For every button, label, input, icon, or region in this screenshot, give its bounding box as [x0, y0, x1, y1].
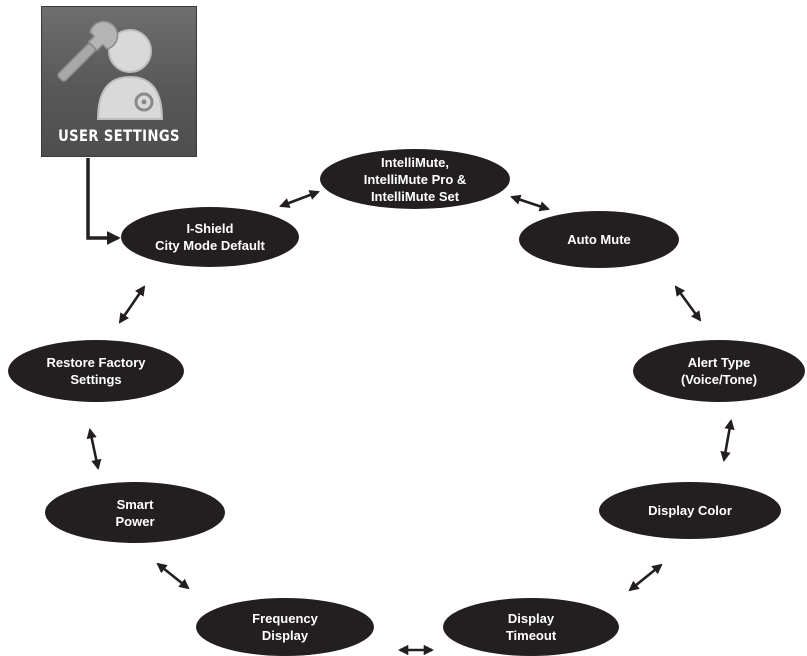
- node-frequency-display[interactable]: Frequency Display: [196, 598, 374, 656]
- user-settings-icon-card[interactable]: USER SETTINGS: [41, 6, 197, 157]
- node-smart-power[interactable]: Smart Power: [45, 482, 225, 543]
- node-auto-mute-line1: Auto Mute: [567, 232, 631, 247]
- node-frequency-display-line1: Frequency: [252, 611, 318, 626]
- node-intellimute-line3: IntelliMute Set: [370, 188, 460, 204]
- node-restore-factory-line1: Restore Factory: [46, 355, 146, 370]
- node-restore-factory-line2: Settings: [70, 372, 122, 387]
- double-arrow: [510, 194, 550, 212]
- double-arrow: [118, 285, 146, 324]
- node-display-color-line1: Display Color: [648, 503, 732, 518]
- node-frequency-display-line2: Display: [261, 628, 309, 643]
- node-smart-power-line1: Smart: [116, 496, 154, 512]
- node-display-timeout-line1: Display: [507, 611, 555, 626]
- user-wrench-icon: [57, 20, 164, 120]
- double-arrow: [720, 418, 735, 463]
- node-display-timeout-line2: Timeout: [505, 628, 557, 643]
- double-arrow: [279, 190, 320, 208]
- node-display-timeout[interactable]: Display Timeout: [443, 598, 619, 656]
- node-intellimute-line1: IntelliMute,: [381, 154, 449, 170]
- user-settings-label: USER SETTINGS: [58, 126, 180, 145]
- node-i-shield-line1: I-Shield: [186, 221, 234, 236]
- node-intellimute-line2: IntelliMute Pro &: [363, 171, 467, 187]
- icon-connector-line: [86, 158, 121, 245]
- node-i-shield[interactable]: I-Shield City Mode Default: [121, 207, 299, 267]
- node-i-shield-line2: City Mode Default: [155, 238, 265, 253]
- node-restore-factory-settings[interactable]: Restore Factory Settings: [8, 340, 184, 402]
- node-intellimute[interactable]: IntelliMute, IntelliMute Pro & IntelliMu…: [320, 149, 510, 209]
- node-alert-type[interactable]: Alert Type (Voice/Tone): [633, 340, 805, 402]
- double-arrow: [674, 285, 702, 322]
- double-arrow: [156, 562, 190, 590]
- double-arrow: [628, 563, 663, 592]
- node-alert-type-line2: (Voice/Tone): [680, 372, 758, 387]
- node-display-color[interactable]: Display Color: [599, 482, 781, 539]
- double-arrow: [86, 427, 102, 471]
- node-smart-power-line2: Power: [115, 513, 155, 529]
- node-alert-type-line1: Alert Type: [687, 355, 751, 370]
- node-auto-mute[interactable]: Auto Mute: [519, 211, 679, 268]
